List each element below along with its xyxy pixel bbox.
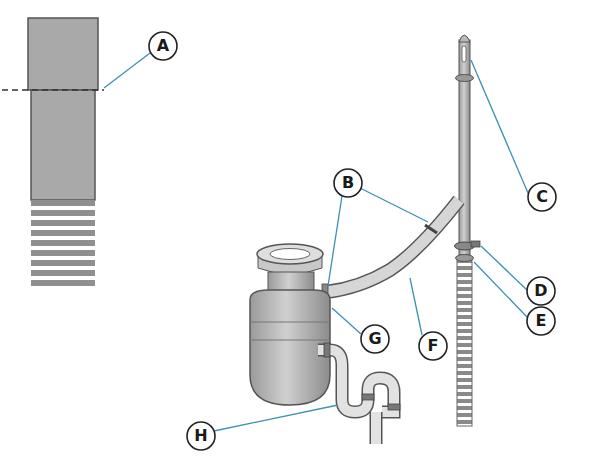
- drain-trap: [318, 343, 400, 444]
- drain-hose: [322, 200, 459, 299]
- callout-letter: E: [528, 308, 554, 334]
- callout-circles: [149, 32, 556, 450]
- callout-letter: C: [529, 184, 555, 210]
- hose-end-detail: [2, 18, 150, 290]
- callout-letter: G: [362, 326, 388, 352]
- callout-letter: A: [150, 33, 176, 59]
- leader-lines: [214, 60, 528, 431]
- callout-letter: B: [335, 170, 361, 196]
- callout-letter: D: [528, 278, 554, 304]
- callout-letter: F: [420, 333, 446, 359]
- drain-standpipe: [455, 35, 481, 426]
- callout-letter: H: [188, 423, 214, 449]
- garbage-disposer: [250, 244, 330, 405]
